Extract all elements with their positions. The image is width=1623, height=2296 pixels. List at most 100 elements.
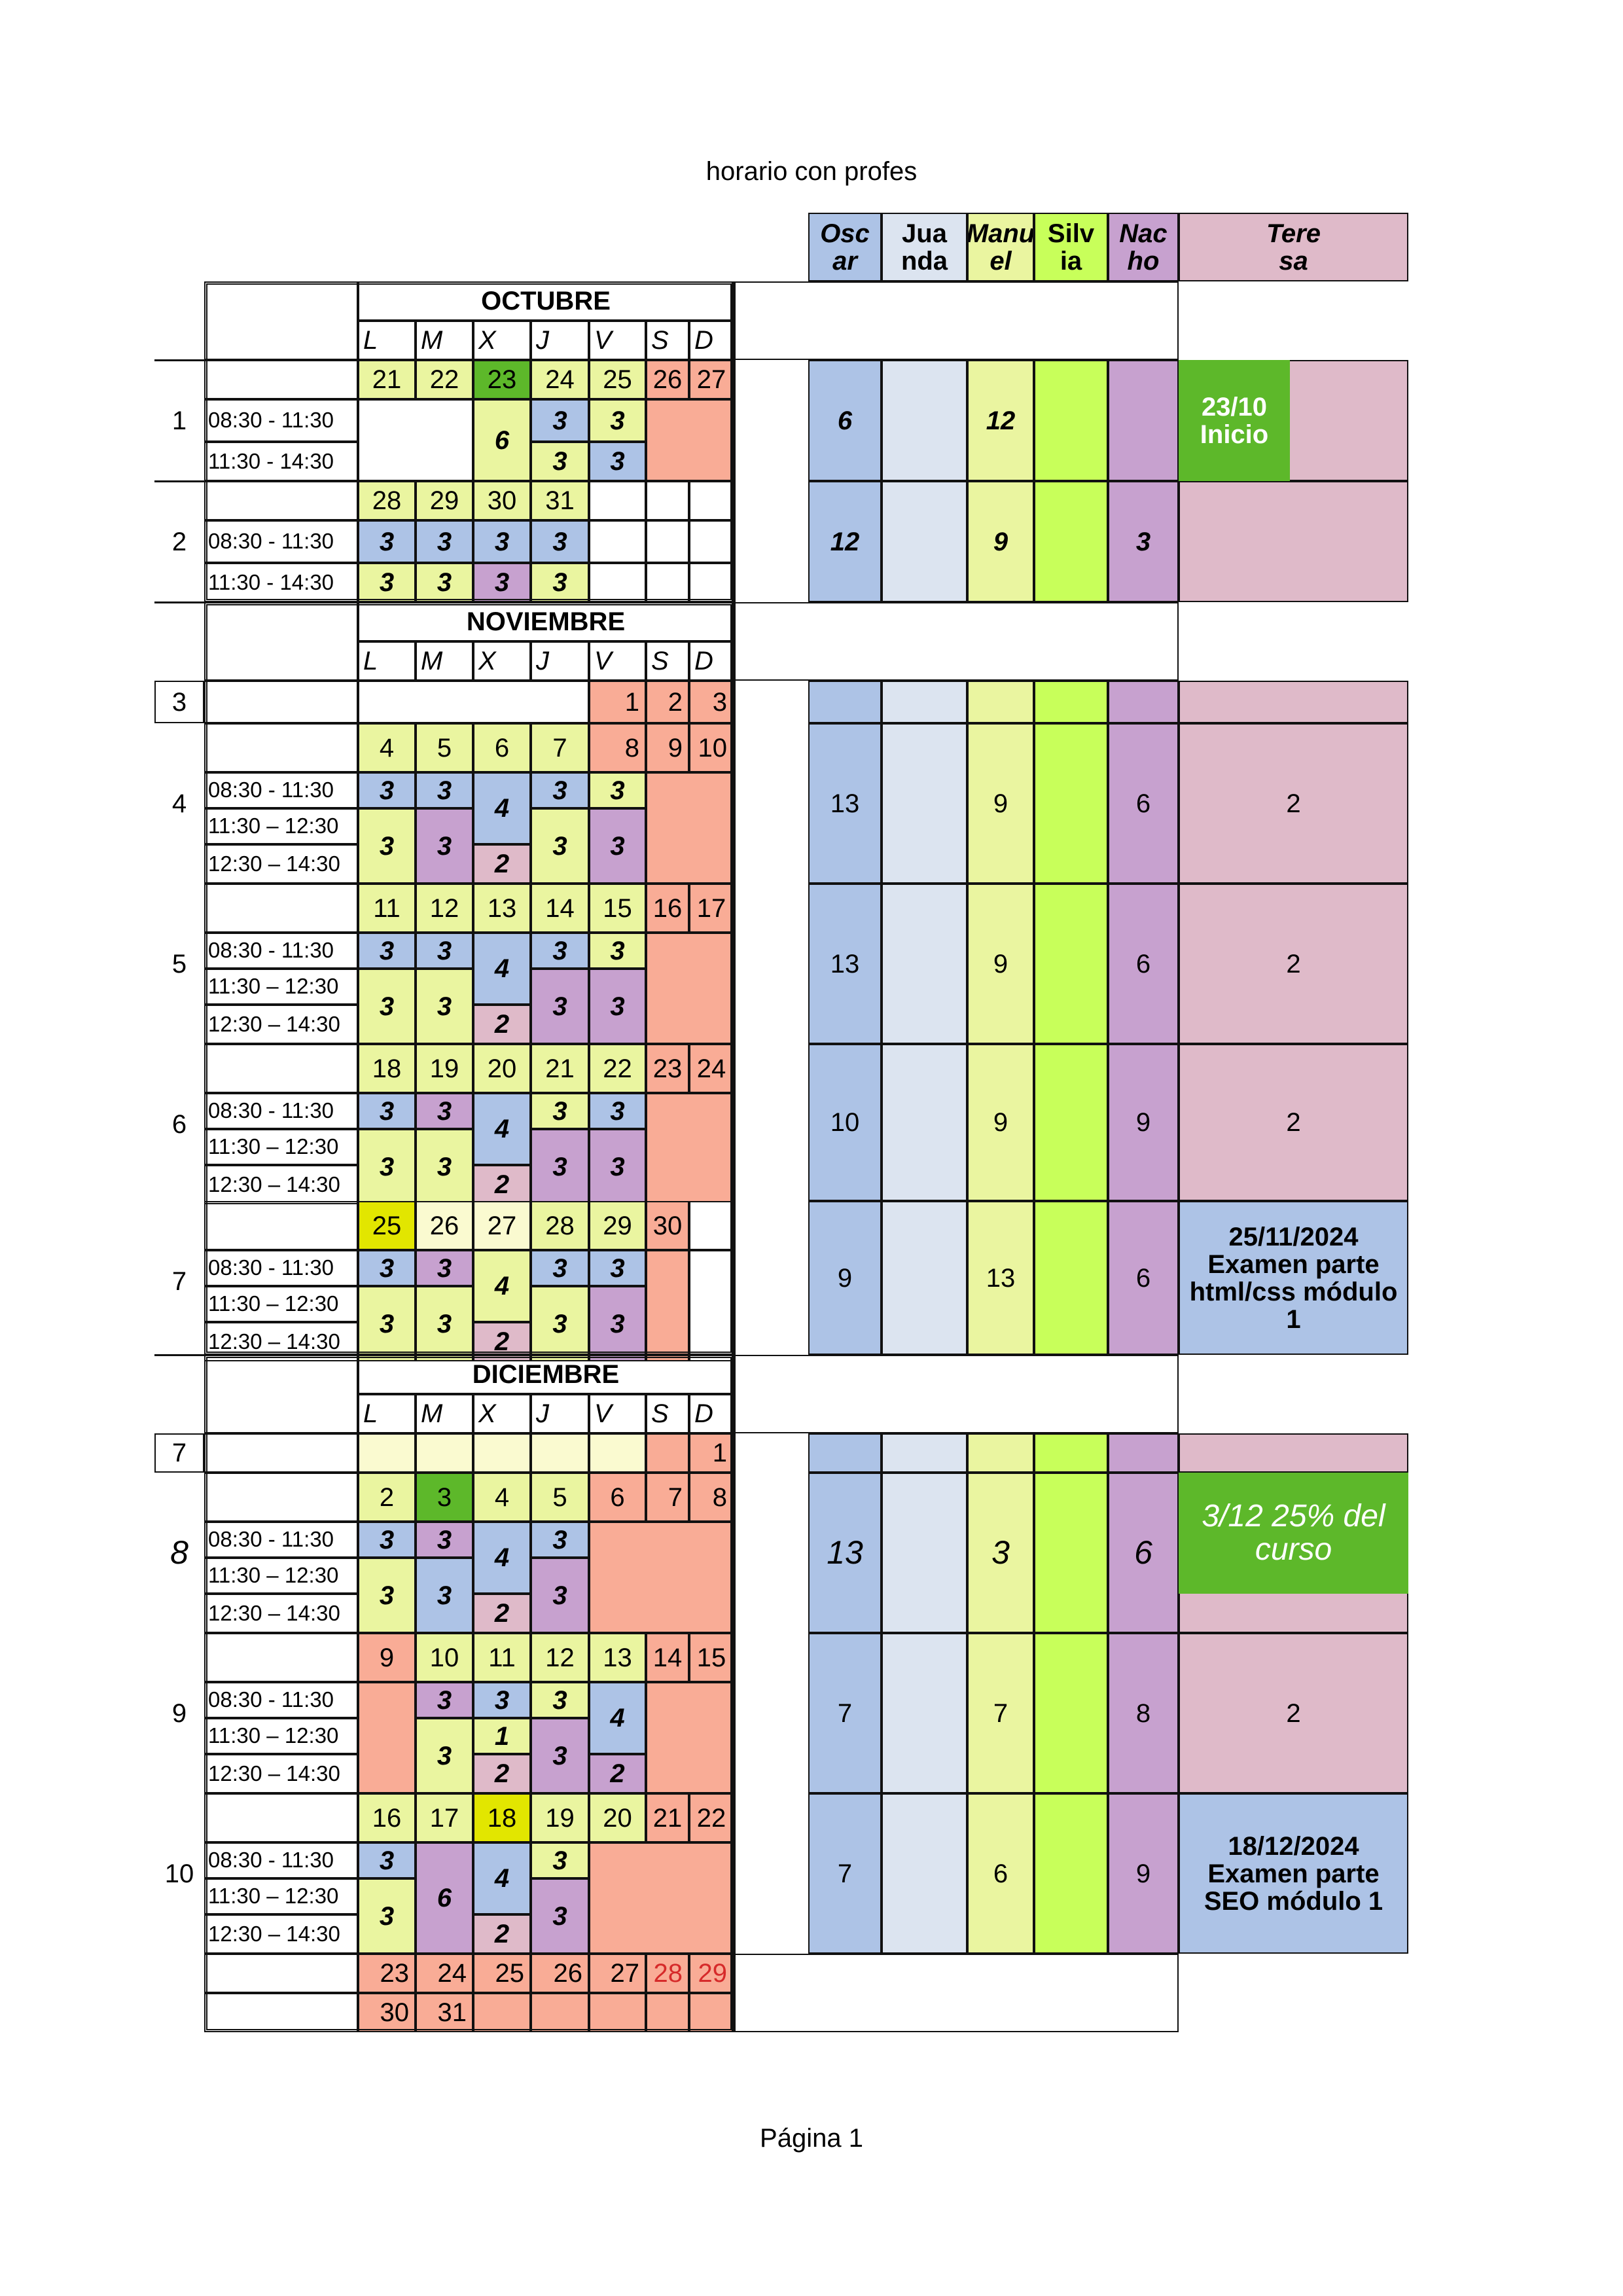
date-cell: 24: [531, 360, 589, 399]
note-course-progress: 3/12 25% del curso: [1179, 1473, 1408, 1594]
date-cell: 16: [646, 884, 689, 933]
hours-block: 3: [416, 1129, 473, 1204]
empty-block: [589, 1842, 734, 1954]
hours-block: 2: [473, 1165, 531, 1204]
date-cell: 23: [473, 360, 531, 399]
week-number: 8: [170, 1534, 188, 1571]
date-cell: 27: [473, 1201, 531, 1250]
time-slot-label: 11:30 – 12:30: [204, 1558, 358, 1594]
hours-block: 3: [531, 1129, 589, 1204]
teacher-total: 9: [1108, 1044, 1179, 1201]
date-cell: [689, 1993, 734, 2032]
teacher-total: [882, 723, 967, 884]
hours-block: 6: [416, 1842, 473, 1954]
weekday-label: X: [473, 641, 531, 681]
empty-cell: [531, 1433, 589, 1473]
date-cell: [689, 481, 734, 520]
teacher-total: 13: [967, 1201, 1034, 1355]
week-number: 10: [164, 1859, 194, 1888]
teacher-header: Jua nda: [882, 213, 967, 281]
time-label-spacer: [204, 884, 358, 933]
teacher-blank-band: [734, 281, 1179, 360]
date-cell: 10: [689, 723, 734, 772]
teacher-total: [882, 884, 967, 1044]
hours-block: 2: [473, 1322, 531, 1361]
teacher-total: 3: [967, 1473, 1034, 1633]
empty-cell: [646, 563, 689, 602]
empty-cell: [358, 1433, 416, 1473]
teacher-header: Tere sa: [1179, 213, 1408, 281]
teacher-total: [1108, 681, 1179, 723]
empty-cell: [589, 563, 646, 602]
hours-block: 2: [473, 1594, 531, 1633]
weekday-label: X: [473, 321, 531, 360]
week-divider: [154, 1354, 204, 1356]
date-cell: 31: [416, 1993, 473, 2032]
weekday-label: D: [689, 321, 734, 360]
date-cell: 26: [646, 360, 689, 399]
time-label-spacer: [204, 1954, 358, 1993]
hours-block: 2: [473, 1005, 531, 1044]
teacher-total: [1108, 1433, 1179, 1473]
week-number: 3: [154, 681, 204, 723]
teacher-total: 12: [808, 481, 882, 602]
time-slot-label: 12:30 – 14:30: [204, 1005, 358, 1044]
date-cell: 14: [646, 1633, 689, 1682]
date-cell: 6: [473, 723, 531, 772]
teacher-total: [882, 360, 967, 481]
teacher-total: [882, 481, 967, 602]
empty-cell: [589, 520, 646, 563]
date-cell: 14: [531, 884, 589, 933]
note-exam-html-css: 25/11/2024 Examen parte html/css módulo …: [1179, 1201, 1408, 1355]
teacher-header: Nac ho: [1108, 213, 1179, 281]
weekday-label: L: [358, 321, 416, 360]
hours-block: 3: [473, 1682, 531, 1718]
week-divider: [154, 601, 204, 603]
date-cell: 16: [358, 1793, 416, 1842]
teacher-blank-band: [734, 1355, 1179, 1433]
teacher-total: 8: [1108, 1633, 1179, 1793]
teacher-total: [1108, 360, 1179, 481]
date-cell: 20: [473, 1044, 531, 1093]
empty-cell: [689, 520, 734, 563]
hours-block: 3: [589, 399, 646, 442]
date-cell: 19: [531, 1793, 589, 1842]
date-cell: [689, 1201, 734, 1250]
time-slot-label: 08:30 - 11:30: [204, 1522, 358, 1558]
page-footer: Página 1: [760, 2124, 863, 2153]
week-number: 7: [154, 1433, 204, 1473]
empty-block: [689, 1250, 734, 1361]
date-cell: 21: [531, 1044, 589, 1093]
date-cell: 21: [646, 1793, 689, 1842]
time-slot-label: 12:30 – 14:30: [204, 1914, 358, 1954]
teacher-header: Silv ia: [1034, 213, 1108, 281]
hours-block: 4: [473, 933, 531, 1005]
time-label-spacer: [204, 1201, 358, 1250]
date-cell: 18: [358, 1044, 416, 1093]
date-cell: 30: [473, 481, 531, 520]
hours-block: 3: [531, 563, 589, 602]
weekday-label: S: [646, 641, 689, 681]
hours-block: 1: [473, 1718, 531, 1754]
hours-block: 4: [473, 1093, 531, 1165]
hours-block: 3: [416, 969, 473, 1044]
teacher-total: 7: [808, 1793, 882, 1954]
date-cell: 9: [358, 1633, 416, 1682]
teacher-total: [882, 1473, 967, 1633]
teacher-total: [808, 1433, 882, 1473]
date-cell: 13: [473, 884, 531, 933]
empty-block: [646, 1093, 734, 1204]
hours-block: 4: [473, 1250, 531, 1322]
hours-block: 2: [589, 1754, 646, 1793]
hours-block: 3: [531, 1718, 589, 1793]
time-slot-label: 08:30 - 11:30: [204, 1682, 358, 1718]
month-header-spacer: [204, 1355, 358, 1433]
teacher-total: 7: [808, 1633, 882, 1793]
teacher-header: Osc ar: [808, 213, 882, 281]
hours-block: 3: [589, 933, 646, 969]
date-cell: 12: [416, 884, 473, 933]
teacher-total: 6: [1108, 723, 1179, 884]
date-cell: 24: [689, 1044, 734, 1093]
teacher-total: 2: [1179, 723, 1408, 884]
hours-block: 3: [531, 772, 589, 808]
